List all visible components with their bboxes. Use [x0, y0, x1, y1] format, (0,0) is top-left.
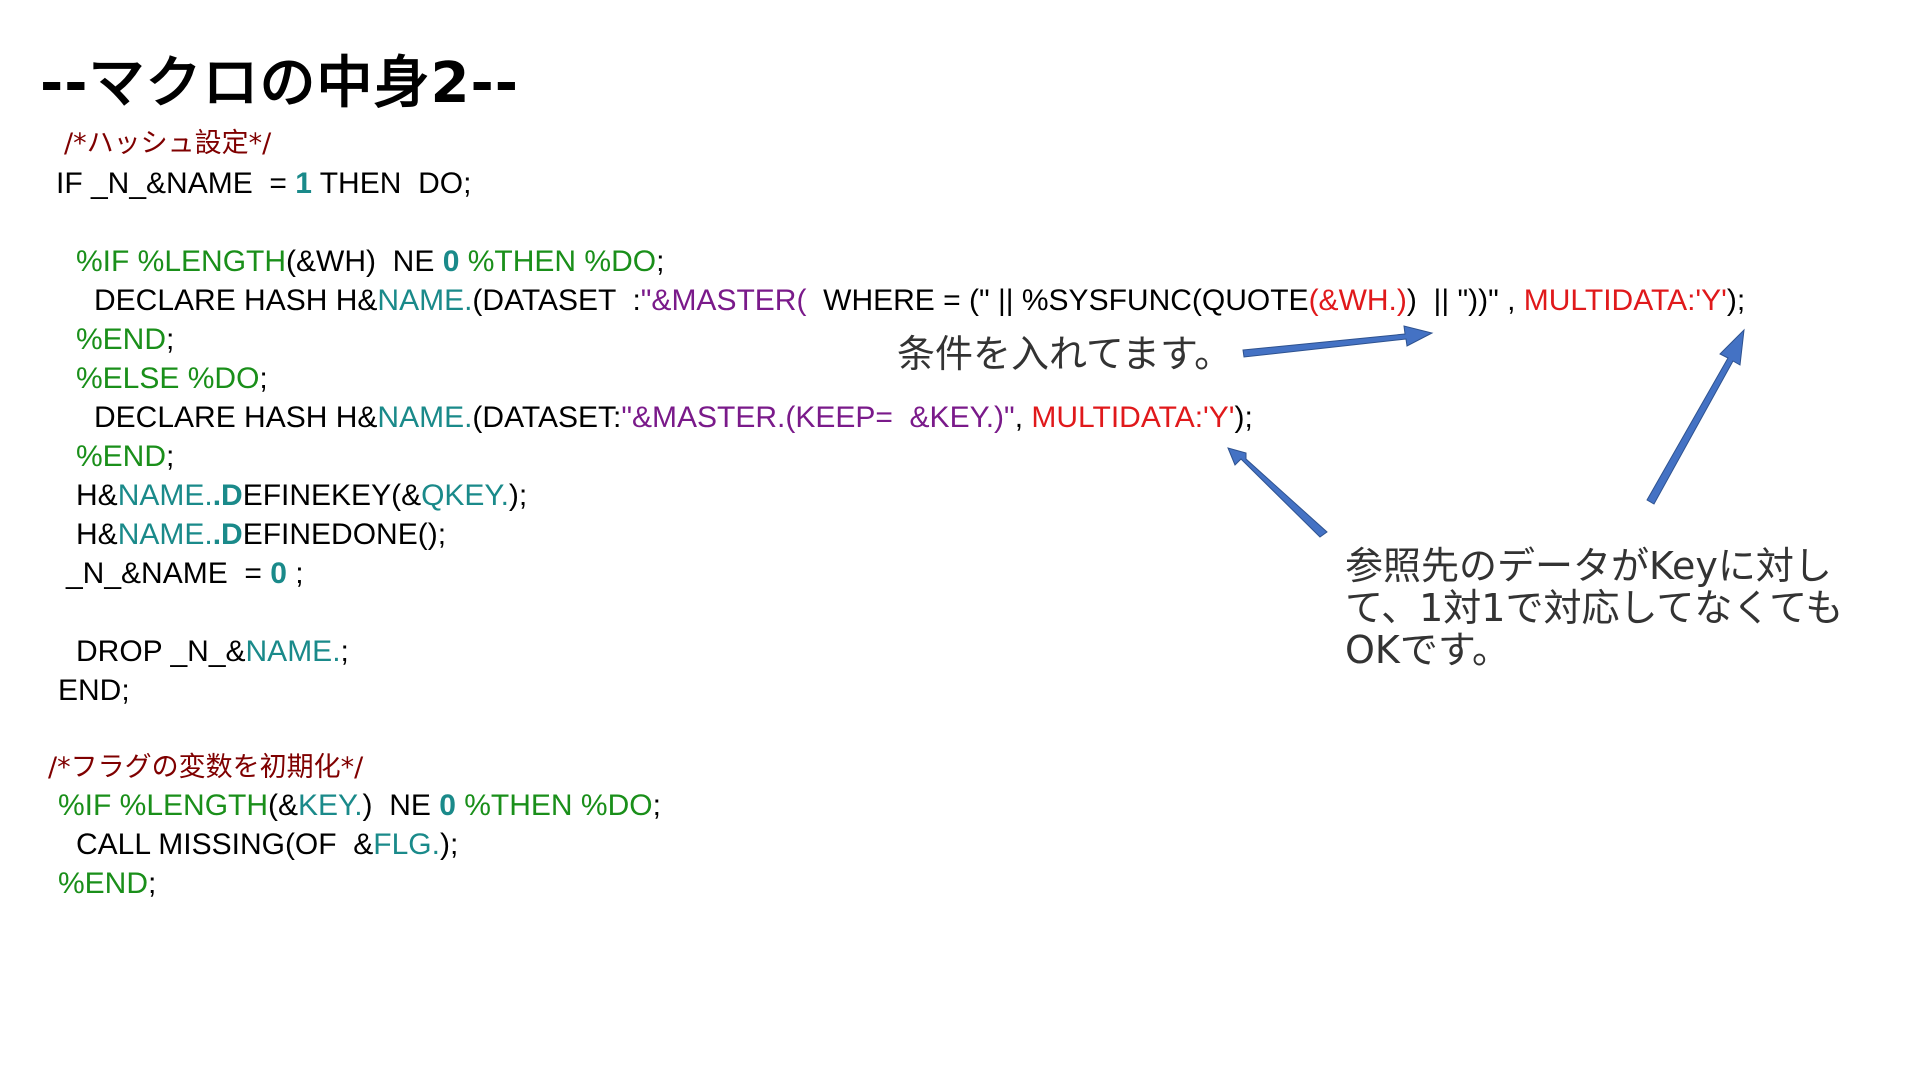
- code-line: %ELSE %DO;: [76, 362, 268, 395]
- code-line: DROP _N_&NAME.;: [76, 635, 349, 668]
- code-comment-flag: /*フラグの変数を初期化*/: [48, 752, 364, 783]
- arrow-to-multidata-2: [1227, 447, 1328, 538]
- multidata-note-line: 参照先のデータがKeyに対し: [1345, 544, 1832, 588]
- code-line: %IF %LENGTH(&KEY.) NE 0 %THEN %DO;: [58, 789, 661, 822]
- multidata-note-line: OKです。: [1345, 628, 1511, 672]
- code-line: DECLARE HASH H&NAME.(DATASET:"&MASTER.(K…: [94, 401, 1253, 434]
- condition-note: 条件を入れてます。: [897, 332, 1233, 376]
- code-line: %IF %LENGTH(&WH) NE 0 %THEN %DO;: [76, 245, 665, 278]
- code-line: %END;: [76, 440, 175, 473]
- arrow-to-multidata-1: [1646, 328, 1745, 505]
- code-line: DECLARE HASH H&NAME.(DATASET :"&MASTER( …: [94, 284, 1746, 317]
- code-line: _N_&NAME = 0 ;: [66, 557, 304, 590]
- code-line: H&NAME..DEFINEKEY(&QKEY.);: [76, 479, 528, 512]
- code-line: %END;: [76, 323, 175, 356]
- code-line: IF _N_&NAME = 1 THEN DO;: [56, 167, 472, 200]
- code-line: H&NAME..DEFINEDONE();: [76, 518, 447, 551]
- multidata-note: 参照先のデータがKeyに対し て、1対1で対応してなくても OKです。: [1345, 545, 1843, 671]
- slide-title: --マクロの中身2--: [40, 51, 519, 116]
- code-line: %END;: [58, 867, 157, 900]
- code-line: CALL MISSING(OF &FLG.);: [76, 828, 459, 861]
- multidata-note-line: て、1対1で対応してなくても: [1345, 586, 1844, 630]
- code-line: END;: [58, 674, 130, 707]
- code-comment-hash: /*ハッシュ設定*/: [64, 128, 272, 159]
- arrow-to-where-condition: [1242, 325, 1434, 358]
